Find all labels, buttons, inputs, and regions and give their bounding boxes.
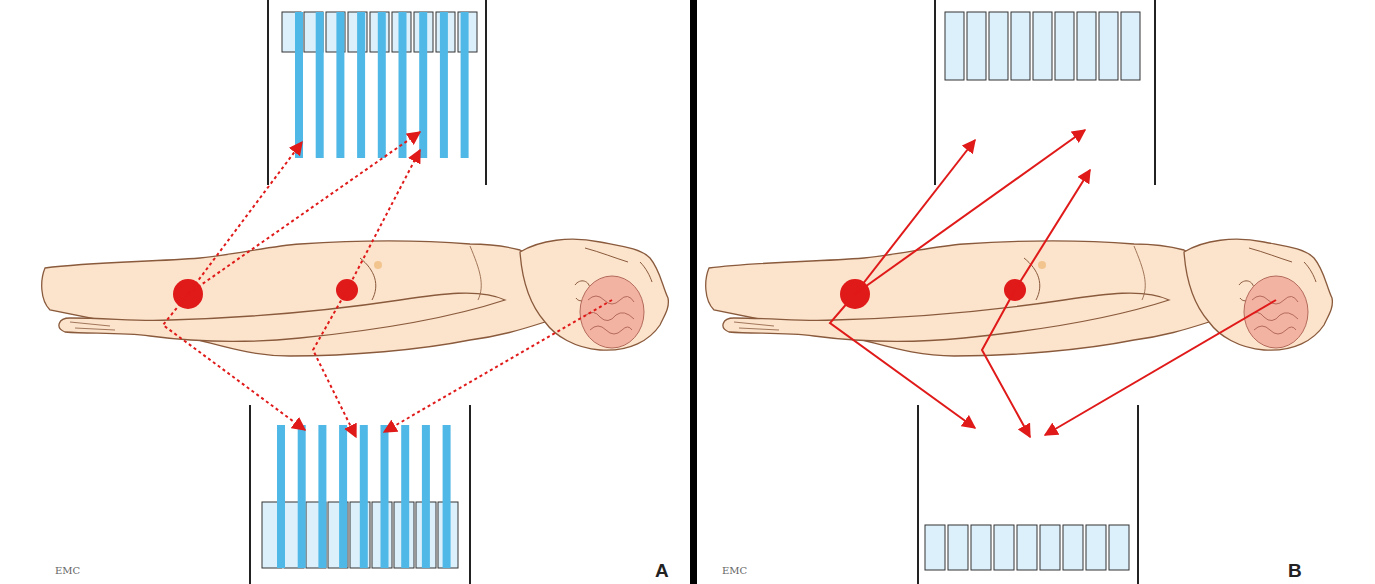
detector-block xyxy=(967,12,986,80)
detector-block xyxy=(948,525,968,570)
collimator-septum xyxy=(277,425,285,568)
collimator-septum xyxy=(316,12,324,158)
detector-block xyxy=(1017,525,1037,570)
detector-block xyxy=(1121,12,1140,80)
collimator-septum xyxy=(461,12,469,158)
detector-block xyxy=(945,12,1140,80)
detector-block xyxy=(1033,12,1052,80)
collimator-septum xyxy=(357,12,365,158)
watermark: EMC xyxy=(55,565,80,576)
detector-block xyxy=(994,525,1014,570)
detector-block xyxy=(1063,525,1083,570)
detector-block xyxy=(1011,12,1030,80)
detector-block xyxy=(1055,12,1074,80)
detector-block xyxy=(925,525,945,570)
detector-block xyxy=(1040,525,1060,570)
collimator-septum xyxy=(298,425,306,568)
collimator-septum xyxy=(295,12,303,158)
detector-block xyxy=(1077,12,1096,80)
collimator-septum xyxy=(378,12,386,158)
panel-b xyxy=(706,0,1333,584)
collimator-septum xyxy=(399,12,407,158)
collimator-septum xyxy=(381,425,389,568)
panel-letter: B xyxy=(1288,560,1302,582)
panel-letter: A xyxy=(655,560,669,582)
collimator-septum xyxy=(440,12,448,158)
detector-block xyxy=(945,12,964,80)
detector-block xyxy=(925,525,1129,570)
collimator-septum xyxy=(401,425,409,568)
collimator-septum xyxy=(339,425,347,568)
collimator-septum xyxy=(443,425,451,568)
detector-block xyxy=(1109,525,1129,570)
detector-block xyxy=(971,525,991,570)
watermark: EMC xyxy=(722,565,747,576)
detector-block xyxy=(989,12,1008,80)
collimator-septum xyxy=(360,425,368,568)
collimator-septum xyxy=(422,425,430,568)
detector-block xyxy=(1099,12,1118,80)
collimator-septum xyxy=(318,425,326,568)
collimator-septum xyxy=(336,12,344,158)
panel-a xyxy=(42,0,669,584)
collimator-septum xyxy=(419,12,427,158)
detector-block xyxy=(1086,525,1106,570)
